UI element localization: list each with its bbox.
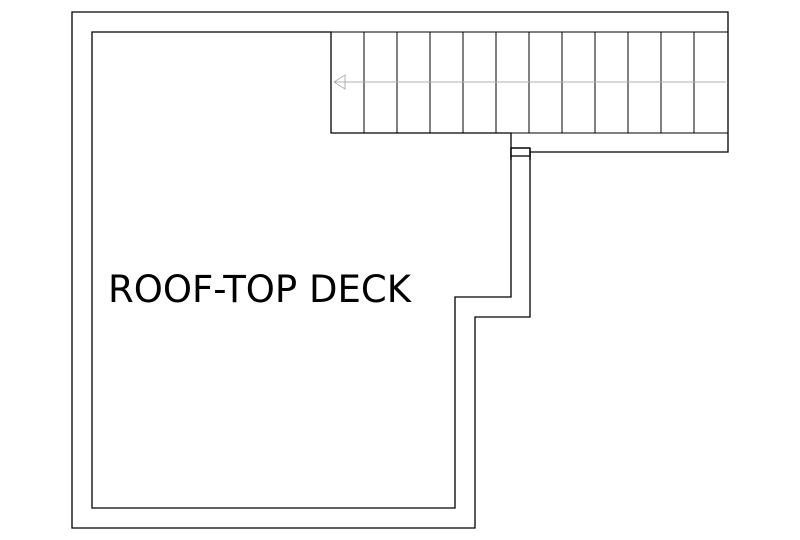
inner-wall [91, 31, 512, 509]
room-label: ROOF-TOP DECK [108, 268, 413, 311]
arrow-left-icon [333, 74, 726, 90]
wall-notch [510, 147, 531, 157]
staircase [331, 31, 728, 134]
outer-wall [71, 11, 729, 529]
